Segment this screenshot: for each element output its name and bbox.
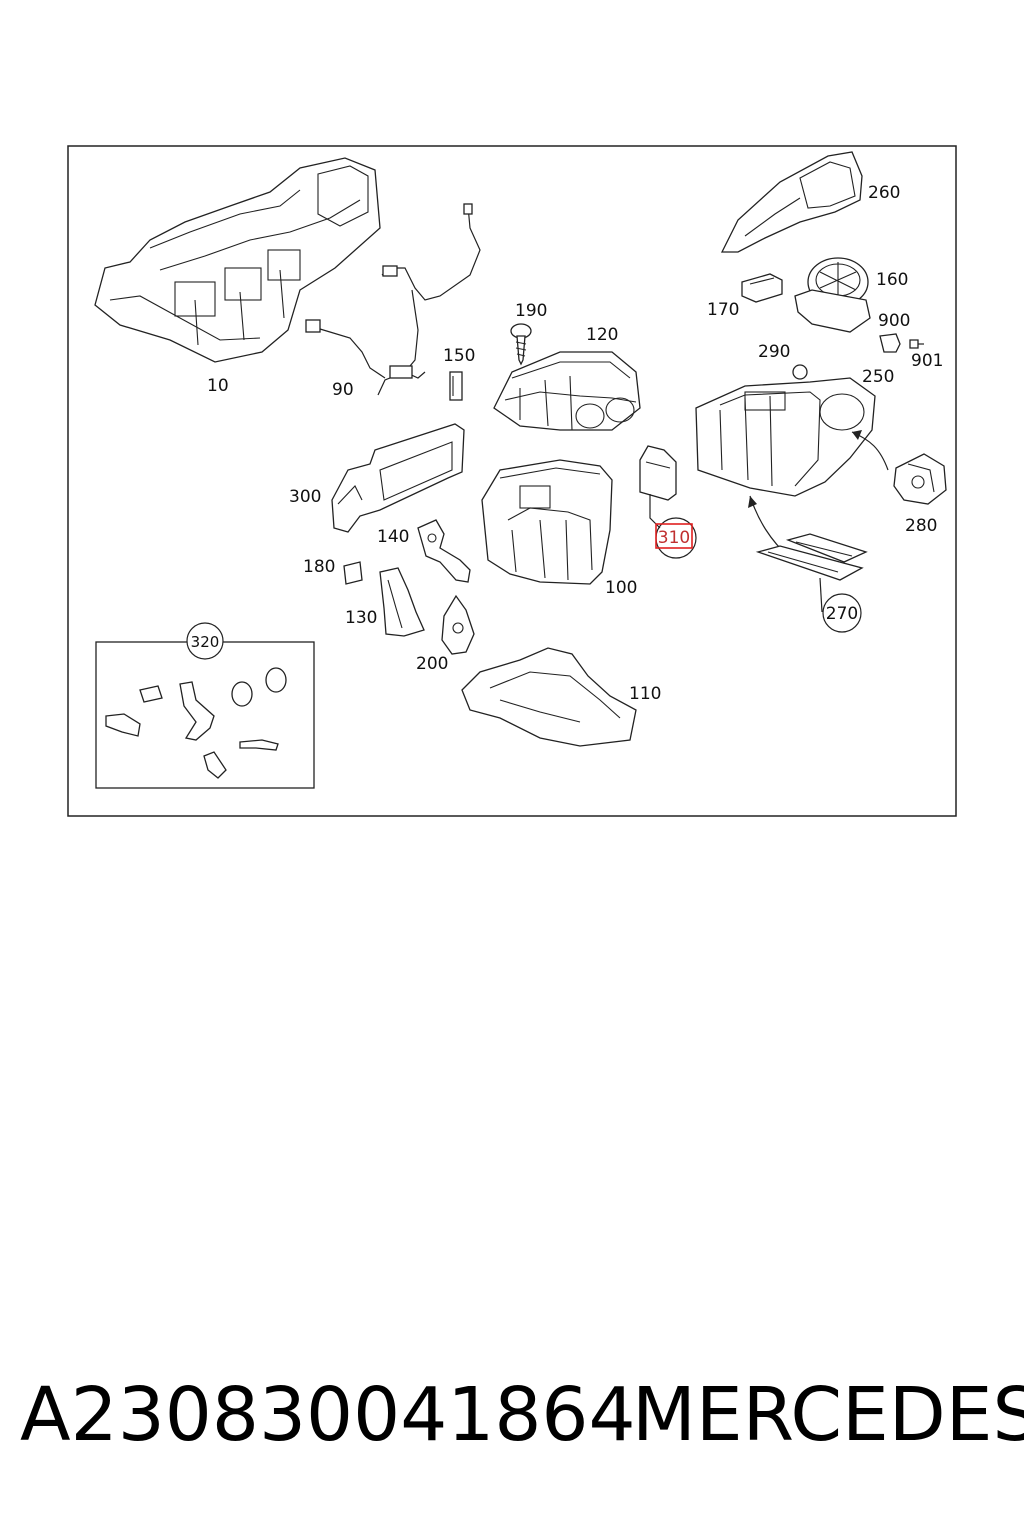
callout-260: 260 (868, 183, 900, 203)
callout-170: 170 (707, 300, 739, 320)
callout-90: 90 (332, 380, 354, 400)
callout-280: 280 (905, 516, 937, 536)
callout-320: 320 (191, 633, 220, 651)
part-200-actuator (441, 594, 475, 655)
part-10-hvac-housing (94, 157, 381, 363)
callout-100: 100 (605, 578, 637, 598)
callout-180: 180 (303, 557, 335, 577)
callout-310-highlight (655, 523, 693, 549)
part-100-heater-housing (481, 459, 613, 585)
part-number-caption: A230830041864 (20, 1372, 636, 1458)
part-270-filter-frames (755, 533, 868, 613)
part-120-upper-housing (493, 351, 641, 431)
part-250-blower-housing (695, 377, 876, 497)
part-300-side-panel (331, 423, 465, 533)
callout-140: 140 (377, 527, 409, 547)
callout-290: 290 (758, 342, 790, 362)
part-90-wiring-harness (305, 203, 481, 396)
part-320-small-parts (105, 667, 287, 779)
part-140-lever (417, 519, 471, 583)
callout-250: 250 (862, 367, 894, 387)
callout-310: 310 (658, 528, 690, 548)
part-901-screw (909, 339, 924, 349)
part-310-filter (639, 445, 677, 529)
callout-110: 110 (629, 684, 661, 704)
part-290-clip (792, 364, 808, 380)
callout-190: 190 (515, 301, 547, 321)
part-110-lower-housing (461, 647, 637, 747)
callout-120: 120 (586, 325, 618, 345)
part-280-actuator (893, 453, 947, 505)
callout-270: 270 (826, 604, 858, 624)
brand-caption: MERCEDES (632, 1372, 1024, 1458)
part-180-clip (343, 561, 363, 585)
part-170-module (741, 273, 783, 303)
callout-150: 150 (443, 346, 475, 366)
callout-900: 900 (878, 311, 910, 331)
part-150-bracket (449, 371, 463, 401)
callout-300: 300 (289, 487, 321, 507)
part-160-blower-motor (794, 257, 871, 333)
callout-901: 901 (911, 351, 943, 371)
part-900-connector (879, 333, 901, 353)
callout-320-circle (186, 622, 224, 660)
part-190-screw (510, 323, 532, 366)
part-130-duct (379, 567, 425, 637)
part-260-air-duct (720, 151, 863, 253)
callout-160: 160 (876, 270, 908, 290)
callout-270-circle (822, 593, 862, 633)
callout-130: 130 (345, 608, 377, 628)
callout-10: 10 (207, 376, 229, 396)
diagram-frame (67, 145, 957, 817)
callout-200: 200 (416, 654, 448, 674)
